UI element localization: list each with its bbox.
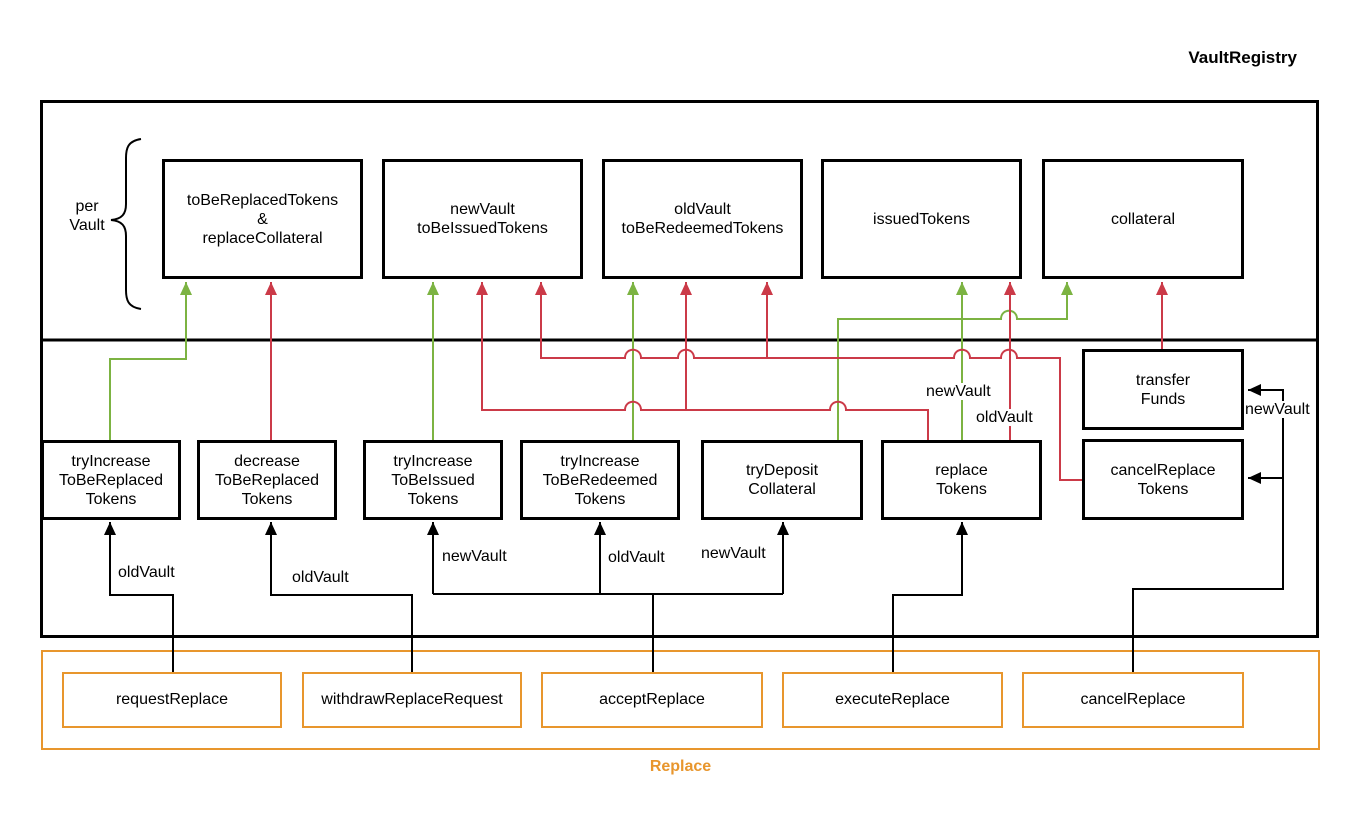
storage-box-toBeReplacedTokens: toBeReplacedTokens & replaceCollateral xyxy=(162,159,363,279)
storage-box-issuedTokens: issuedTokens xyxy=(821,159,1022,279)
page-title: VaultRegistry xyxy=(1188,48,1297,67)
storage-box-collateral: collateral xyxy=(1042,159,1244,279)
method-box-tryDepositCollateral: tryDeposit Collateral xyxy=(701,440,863,520)
entry-box-acceptReplace: acceptReplace xyxy=(541,672,763,728)
edge-label-newVault-3: newVault xyxy=(925,383,992,400)
arrow-executeReplace-to-replaceTokens xyxy=(892,522,968,672)
method-box-tryIncreaseToBeIssuedTokens: tryIncrease ToBeIssued Tokens xyxy=(363,440,503,520)
method-box-replaceTokens: replace Tokens xyxy=(881,440,1042,520)
edge-label-oldVault-2: oldVault xyxy=(291,569,350,586)
arrow-tryIncreaseToBeReplaced-to-toBeReplacedTokens xyxy=(109,282,192,440)
arrow-cancelReplace-to-transferFunds xyxy=(1132,384,1284,672)
per-vault-brace-icon xyxy=(110,138,142,310)
method-box-tryIncreaseToBeReplacedTokens: tryIncrease ToBeReplaced Tokens xyxy=(41,440,181,520)
edge-label-newVault-1: newVault xyxy=(441,548,508,565)
entry-box-withdrawReplaceRequest: withdrawReplaceRequest xyxy=(302,672,522,728)
edge-label-newVault-2: newVault xyxy=(700,545,767,562)
storage-box-toBeRedeemedTokens: oldVault toBeRedeemedTokens xyxy=(602,159,803,279)
storage-box-toBeIssuedTokens: newVault toBeIssuedTokens xyxy=(382,159,583,279)
entry-box-requestReplace: requestReplace xyxy=(62,672,282,728)
entry-box-executeReplace: executeReplace xyxy=(782,672,1003,728)
arrow-withdrawReplaceRequest-to-decreaseToBeReplaced xyxy=(265,522,413,672)
vaultregistry-outer-box xyxy=(40,100,1319,638)
arrow-replaceTokens-to-toBeIssuedTokens xyxy=(476,282,929,440)
method-box-transferFunds: transfer Funds xyxy=(1082,349,1244,430)
replace-group-label: Replace xyxy=(649,758,712,775)
per-vault-label: per Vault xyxy=(69,198,105,234)
replace-group-box xyxy=(41,650,1320,750)
arrow-cancelReplaceTokens-to-toBeIssuedTokens xyxy=(535,282,1082,481)
edge-label-oldVault-3: oldVault xyxy=(607,549,666,566)
method-box-tryIncreaseToBeRedeemedTokens: tryIncrease ToBeRedeemed Tokens xyxy=(520,440,680,520)
arrow-requestReplace-to-tryIncreaseToBeReplaced xyxy=(104,522,174,672)
edge-label-oldVault-1: oldVault xyxy=(117,564,176,581)
edge-label-oldVault-4: oldVault xyxy=(975,409,1034,426)
edge-label-newVault-4: newVault xyxy=(1244,401,1311,418)
method-box-cancelReplaceTokens: cancelReplace Tokens xyxy=(1082,439,1244,520)
method-box-decreaseToBeReplacedTokens: decrease ToBeReplaced Tokens xyxy=(197,440,337,520)
entry-box-cancelReplace: cancelReplace xyxy=(1022,672,1244,728)
arrow-acceptReplace-trunk xyxy=(433,593,783,672)
